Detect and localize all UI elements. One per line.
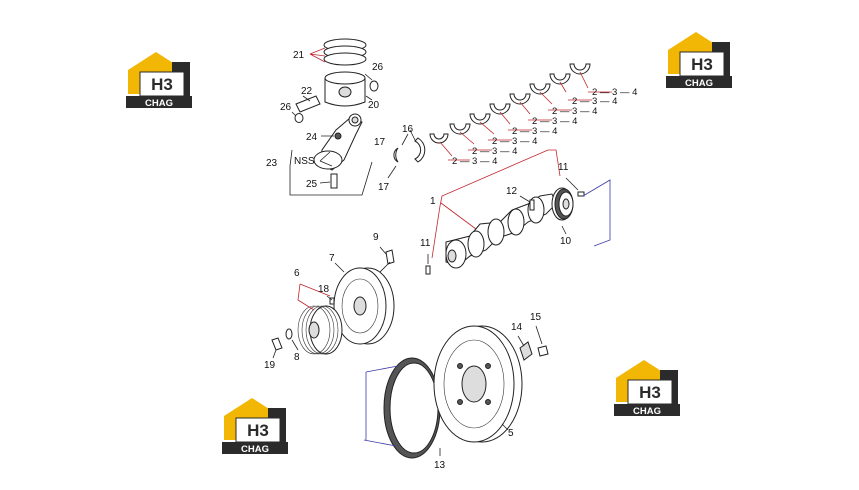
callout-2-3-4-row3: 2 — 3 — 4 (492, 136, 537, 147)
callout-25: 25 (306, 179, 318, 190)
callout-1: 1 (430, 196, 436, 207)
callout-16: 16 (402, 124, 414, 135)
callout-2-3-4-row1: 2 — 3 — 4 (452, 156, 497, 167)
callout-17-top: 17 (374, 137, 386, 148)
callout-10: 10 (560, 236, 572, 247)
brand-logo-top-right: H3 CHAG (666, 32, 732, 89)
callout-2-3-4-row8: 2 — 3 — 4 (592, 87, 637, 98)
callout-15: 15 (530, 312, 542, 323)
callout-7: 7 (329, 253, 335, 264)
callout-26-left: 26 (280, 102, 292, 113)
logo-word-text: CHAG (145, 98, 173, 109)
callout-6: 6 (294, 268, 300, 279)
callout-22: 22 (301, 86, 313, 97)
callout-nss: NSS (294, 156, 315, 167)
callout-21: 21 (293, 50, 305, 61)
logo-mark-text: H3 (691, 55, 713, 74)
callout-13: 13 (434, 460, 446, 471)
logo-word-text: CHAG (685, 78, 713, 89)
brand-logo-top-left: H3 CHAG (126, 52, 192, 109)
piston-group (289, 38, 379, 196)
callout-9: 9 (373, 232, 379, 243)
callout-12: 12 (506, 186, 518, 197)
callout-11-right: 11 (558, 162, 569, 173)
brand-logo-bottom-left: H3 CHAG (222, 398, 288, 455)
callout-11-left: 11 (420, 238, 431, 249)
callout-8: 8 (294, 352, 300, 363)
logo-mark-text: H3 (151, 75, 173, 94)
callout-23: 23 (266, 158, 278, 169)
brand-logo-bottom-right: H3 CHAG (614, 360, 680, 417)
callout-2-3-4-row2: 2 — 3 — 4 (472, 146, 517, 157)
callout-24: 24 (306, 132, 318, 143)
logo-word-text: CHAG (633, 406, 661, 417)
callout-2-3-4-row6: 2 — 3 — 4 (552, 106, 597, 117)
callout-labels: 21 26 22 20 26 24 NSS 23 25 16 17 17 2 —… (264, 50, 637, 471)
callout-18: 18 (318, 284, 330, 295)
callout-2-3-4-row5: 2 — 3 — 4 (532, 116, 577, 127)
callout-5: 5 (508, 428, 514, 439)
callout-17-bottom: 17 (378, 182, 390, 193)
crankshaft-group (425, 149, 611, 275)
flywheel-group (363, 325, 549, 459)
callout-2-3-4-row7: 2 — 3 — 4 (572, 96, 617, 107)
logo-word-text: CHAG (241, 444, 269, 455)
bearing-shells-group (387, 63, 612, 179)
callout-2-3-4-row4: 2 — 3 — 4 (512, 126, 557, 137)
callout-20: 20 (368, 100, 380, 111)
logo-mark-text: H3 (639, 383, 661, 402)
callout-26-right: 26 (372, 62, 384, 73)
pulley-group (271, 246, 395, 359)
logo-mark-text: H3 (247, 421, 269, 440)
callout-14: 14 (511, 322, 523, 333)
callout-19: 19 (264, 360, 276, 371)
